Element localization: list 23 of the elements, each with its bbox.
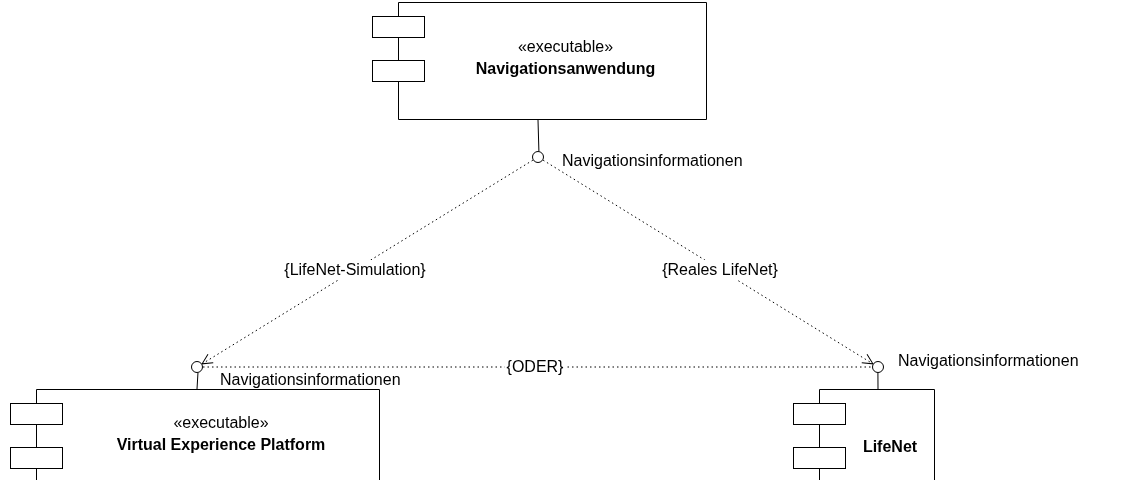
component-name: LifeNet xyxy=(862,437,918,457)
connector-line xyxy=(196,372,199,390)
connector-line xyxy=(877,372,879,390)
interface-circle xyxy=(191,361,203,373)
interface-label: Navigationsinformationen xyxy=(562,151,743,171)
component-box xyxy=(10,389,380,480)
dependency-arrow xyxy=(201,159,534,365)
interface-circle xyxy=(532,151,544,163)
component-name: Navigationsanwendung xyxy=(475,59,656,79)
stereotype-label: «executable» xyxy=(173,413,269,433)
edge-label: {ODER} xyxy=(504,357,566,377)
component-box xyxy=(372,2,707,120)
connector-line xyxy=(537,119,540,152)
component-box xyxy=(793,389,935,480)
dependency-arrow xyxy=(542,159,874,365)
edge-label: {LifeNet-Simulation} xyxy=(282,260,428,280)
stereotype-label: «executable» xyxy=(517,37,614,57)
interface-label: Navigationsinformationen xyxy=(220,371,401,388)
edge-label: {Reales LifeNet} xyxy=(660,260,780,280)
interface-circle xyxy=(872,361,884,373)
interface-label: Navigationsinformationen xyxy=(898,351,1079,371)
component-name: Virtual Experience Platform xyxy=(116,435,326,455)
constraint-line xyxy=(202,366,873,368)
